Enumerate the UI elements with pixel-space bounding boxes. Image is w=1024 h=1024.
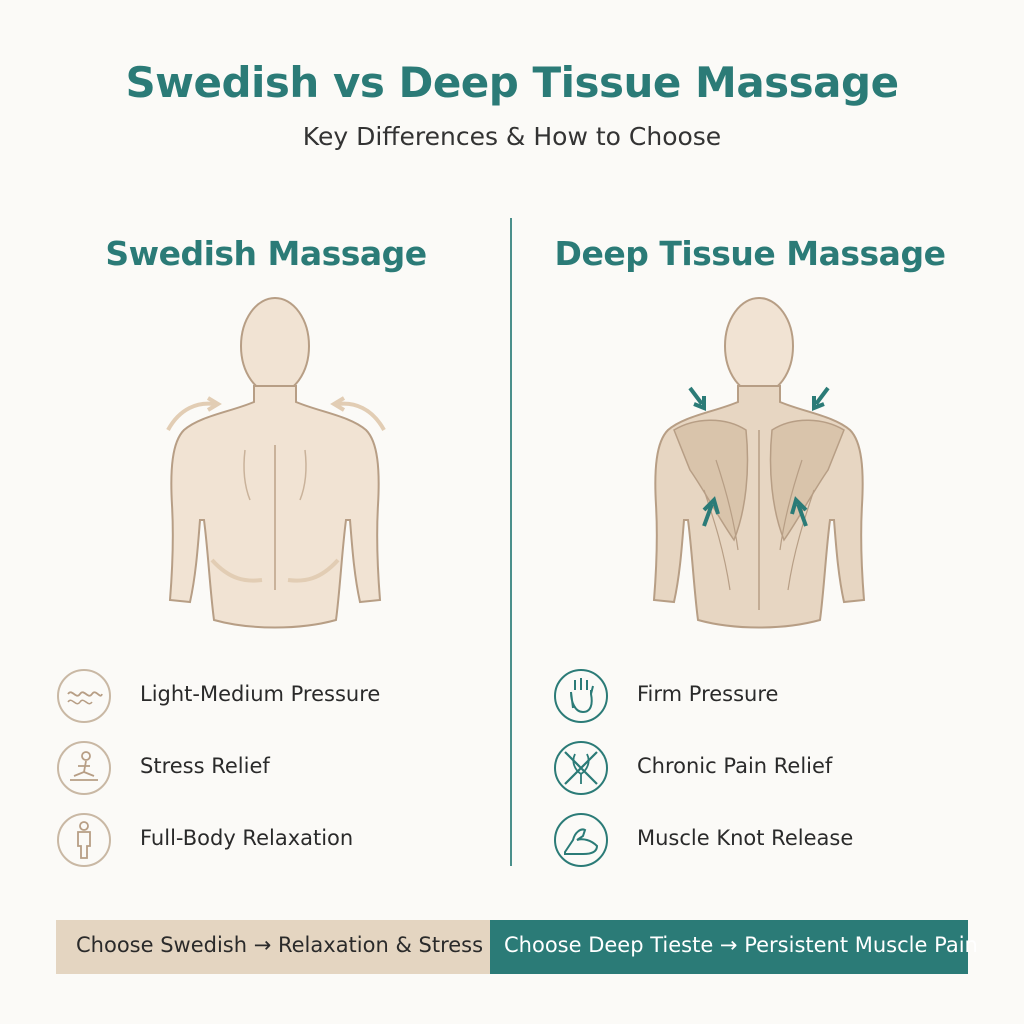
- feature-label: Full-Body Relaxation: [140, 826, 354, 850]
- page-title: Swedish vs Deep Tissue Massage: [125, 58, 899, 107]
- swedish-choice-text: Choose Swedish → Relaxation & Stress: [76, 933, 484, 957]
- pressure-arrow: [702, 503, 714, 527]
- page-subtitle: Key Differences & How to Choose: [302, 122, 722, 151]
- right-back-muscle: [769, 419, 845, 542]
- stroke-arrow-lower-right: [287, 558, 340, 583]
- deep-tissue-choice-banner: Choose Deep Tieste → Persistent Muscle P…: [490, 920, 978, 974]
- pressure-arrow: [814, 386, 830, 406]
- pressure-arrow: [796, 503, 808, 527]
- person-icon: [57, 813, 111, 867]
- feature-label: Light-Medium Pressure: [140, 682, 381, 706]
- deep-tissue-back-figure: [652, 297, 866, 629]
- deep-tissue-choice-text: Choose Deep Tieste → Persistent Muscle P…: [504, 933, 978, 957]
- feature-label: Muscle Knot Release: [637, 826, 854, 850]
- left-back-muscle: [673, 419, 749, 542]
- meditation-icon: [57, 741, 111, 795]
- swedish-back-figure: [166, 297, 386, 629]
- stroke-arrow-lower-left: [210, 558, 263, 583]
- feature-label: Chronic Pain Relief: [637, 754, 833, 778]
- head: [724, 297, 794, 395]
- feature-label: Stress Relief: [140, 754, 270, 778]
- feature-label: Firm Pressure: [637, 682, 779, 706]
- pressure-arrow: [688, 386, 704, 406]
- deep-tissue-title: Deep Tissue Massage: [554, 234, 946, 273]
- wave-icon: [57, 669, 111, 723]
- head: [240, 297, 310, 395]
- crossed-pain-icon: [554, 741, 608, 795]
- swedish-title: Swedish Massage: [105, 234, 427, 273]
- stroke-arrow-right: [337, 401, 386, 432]
- flexed-arm-icon: [554, 813, 608, 867]
- hand-icon: [554, 669, 608, 723]
- swedish-choice-banner: Choose Swedish → Relaxation & Stress: [56, 920, 490, 974]
- column-divider: [510, 218, 512, 866]
- stroke-arrow-left: [166, 401, 215, 432]
